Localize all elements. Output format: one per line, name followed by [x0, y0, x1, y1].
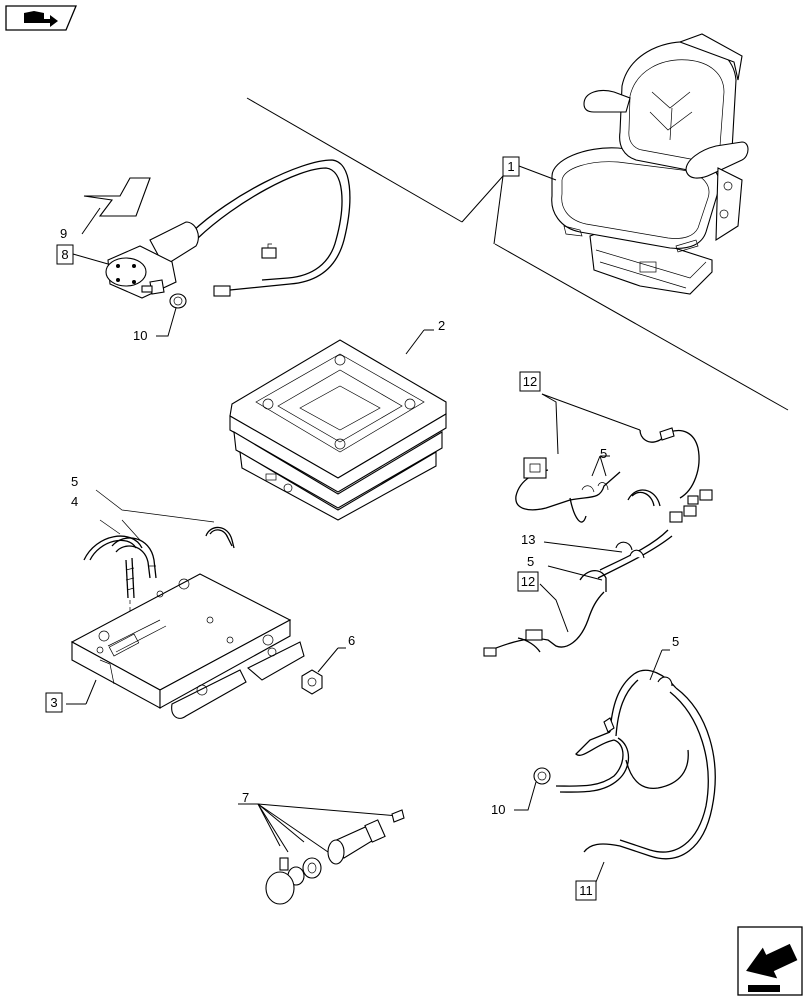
part-5-clips-right — [581, 455, 610, 493]
svg-text:3: 3 — [50, 695, 57, 710]
svg-text:11: 11 — [579, 883, 593, 898]
svg-text:6: 6 — [348, 633, 355, 648]
seat-assembly — [551, 33, 749, 295]
callout-10b[interactable]: 10 — [491, 802, 505, 817]
callout-1-frame-leader — [493, 175, 504, 245]
svg-text:4: 4 — [71, 494, 78, 509]
svg-text:5: 5 — [600, 446, 607, 461]
part-8-actuator — [105, 159, 351, 299]
callout-4[interactable]: 4 — [71, 494, 78, 509]
callout-13[interactable]: 13 — [521, 532, 535, 547]
svg-text:5: 5 — [71, 474, 78, 489]
callout-12a[interactable]: 12 — [519, 371, 541, 392]
callout-3[interactable]: 3 — [45, 692, 63, 713]
part-12-harness-lower — [483, 583, 605, 657]
svg-text:7: 7 — [242, 790, 249, 805]
part-12-harness-upper — [515, 393, 700, 523]
next-page-arrow-icon[interactable] — [737, 926, 803, 996]
part-7-knob-assembly — [238, 803, 405, 905]
callout-6[interactable]: 6 — [348, 633, 355, 648]
svg-text:12: 12 — [523, 374, 537, 389]
svg-text:5: 5 — [672, 634, 679, 649]
callout-5a[interactable]: 5 — [71, 474, 78, 489]
callout-12b[interactable]: 12 — [517, 571, 539, 592]
svg-text:1: 1 — [507, 159, 514, 174]
callout-2[interactable]: 2 — [438, 318, 445, 333]
svg-text:10: 10 — [491, 802, 505, 817]
part-4-5-clamps-left — [83, 489, 235, 599]
callout-7[interactable]: 7 — [242, 790, 249, 805]
part-3-slide-base — [66, 573, 305, 719]
svg-text:5: 5 — [527, 554, 534, 569]
part-2-bellows — [229, 329, 447, 521]
callout-9[interactable]: 9 — [60, 226, 67, 241]
part-10-bushing-top — [156, 293, 187, 337]
callout-8[interactable]: 8 — [56, 244, 74, 265]
callout-5c[interactable]: 5 — [527, 554, 534, 569]
callout-10a[interactable]: 10 — [133, 328, 147, 343]
svg-text:12: 12 — [521, 574, 535, 589]
svg-text:8: 8 — [61, 247, 68, 262]
part-9-label — [81, 177, 151, 235]
connector-blocks — [669, 489, 713, 523]
part-13-harness-mid — [543, 529, 673, 592]
callout-8-leader — [72, 253, 109, 265]
callout-1-leader — [518, 165, 557, 181]
svg-text:13: 13 — [521, 532, 535, 547]
callout-5b[interactable]: 5 — [600, 446, 607, 461]
svg-text:9: 9 — [60, 226, 67, 241]
svg-text:10: 10 — [133, 328, 147, 343]
part-6-nut — [301, 647, 346, 695]
book-arrow-icon[interactable] — [5, 5, 77, 31]
callout-5d[interactable]: 5 — [672, 634, 679, 649]
part-11-harness — [555, 649, 716, 883]
part-10-bushing-bottom — [514, 767, 551, 811]
overview-frame-lines — [246, 97, 789, 411]
callout-11[interactable]: 11 — [575, 880, 597, 901]
svg-text:2: 2 — [438, 318, 445, 333]
callout-1[interactable]: 1 — [502, 156, 520, 177]
